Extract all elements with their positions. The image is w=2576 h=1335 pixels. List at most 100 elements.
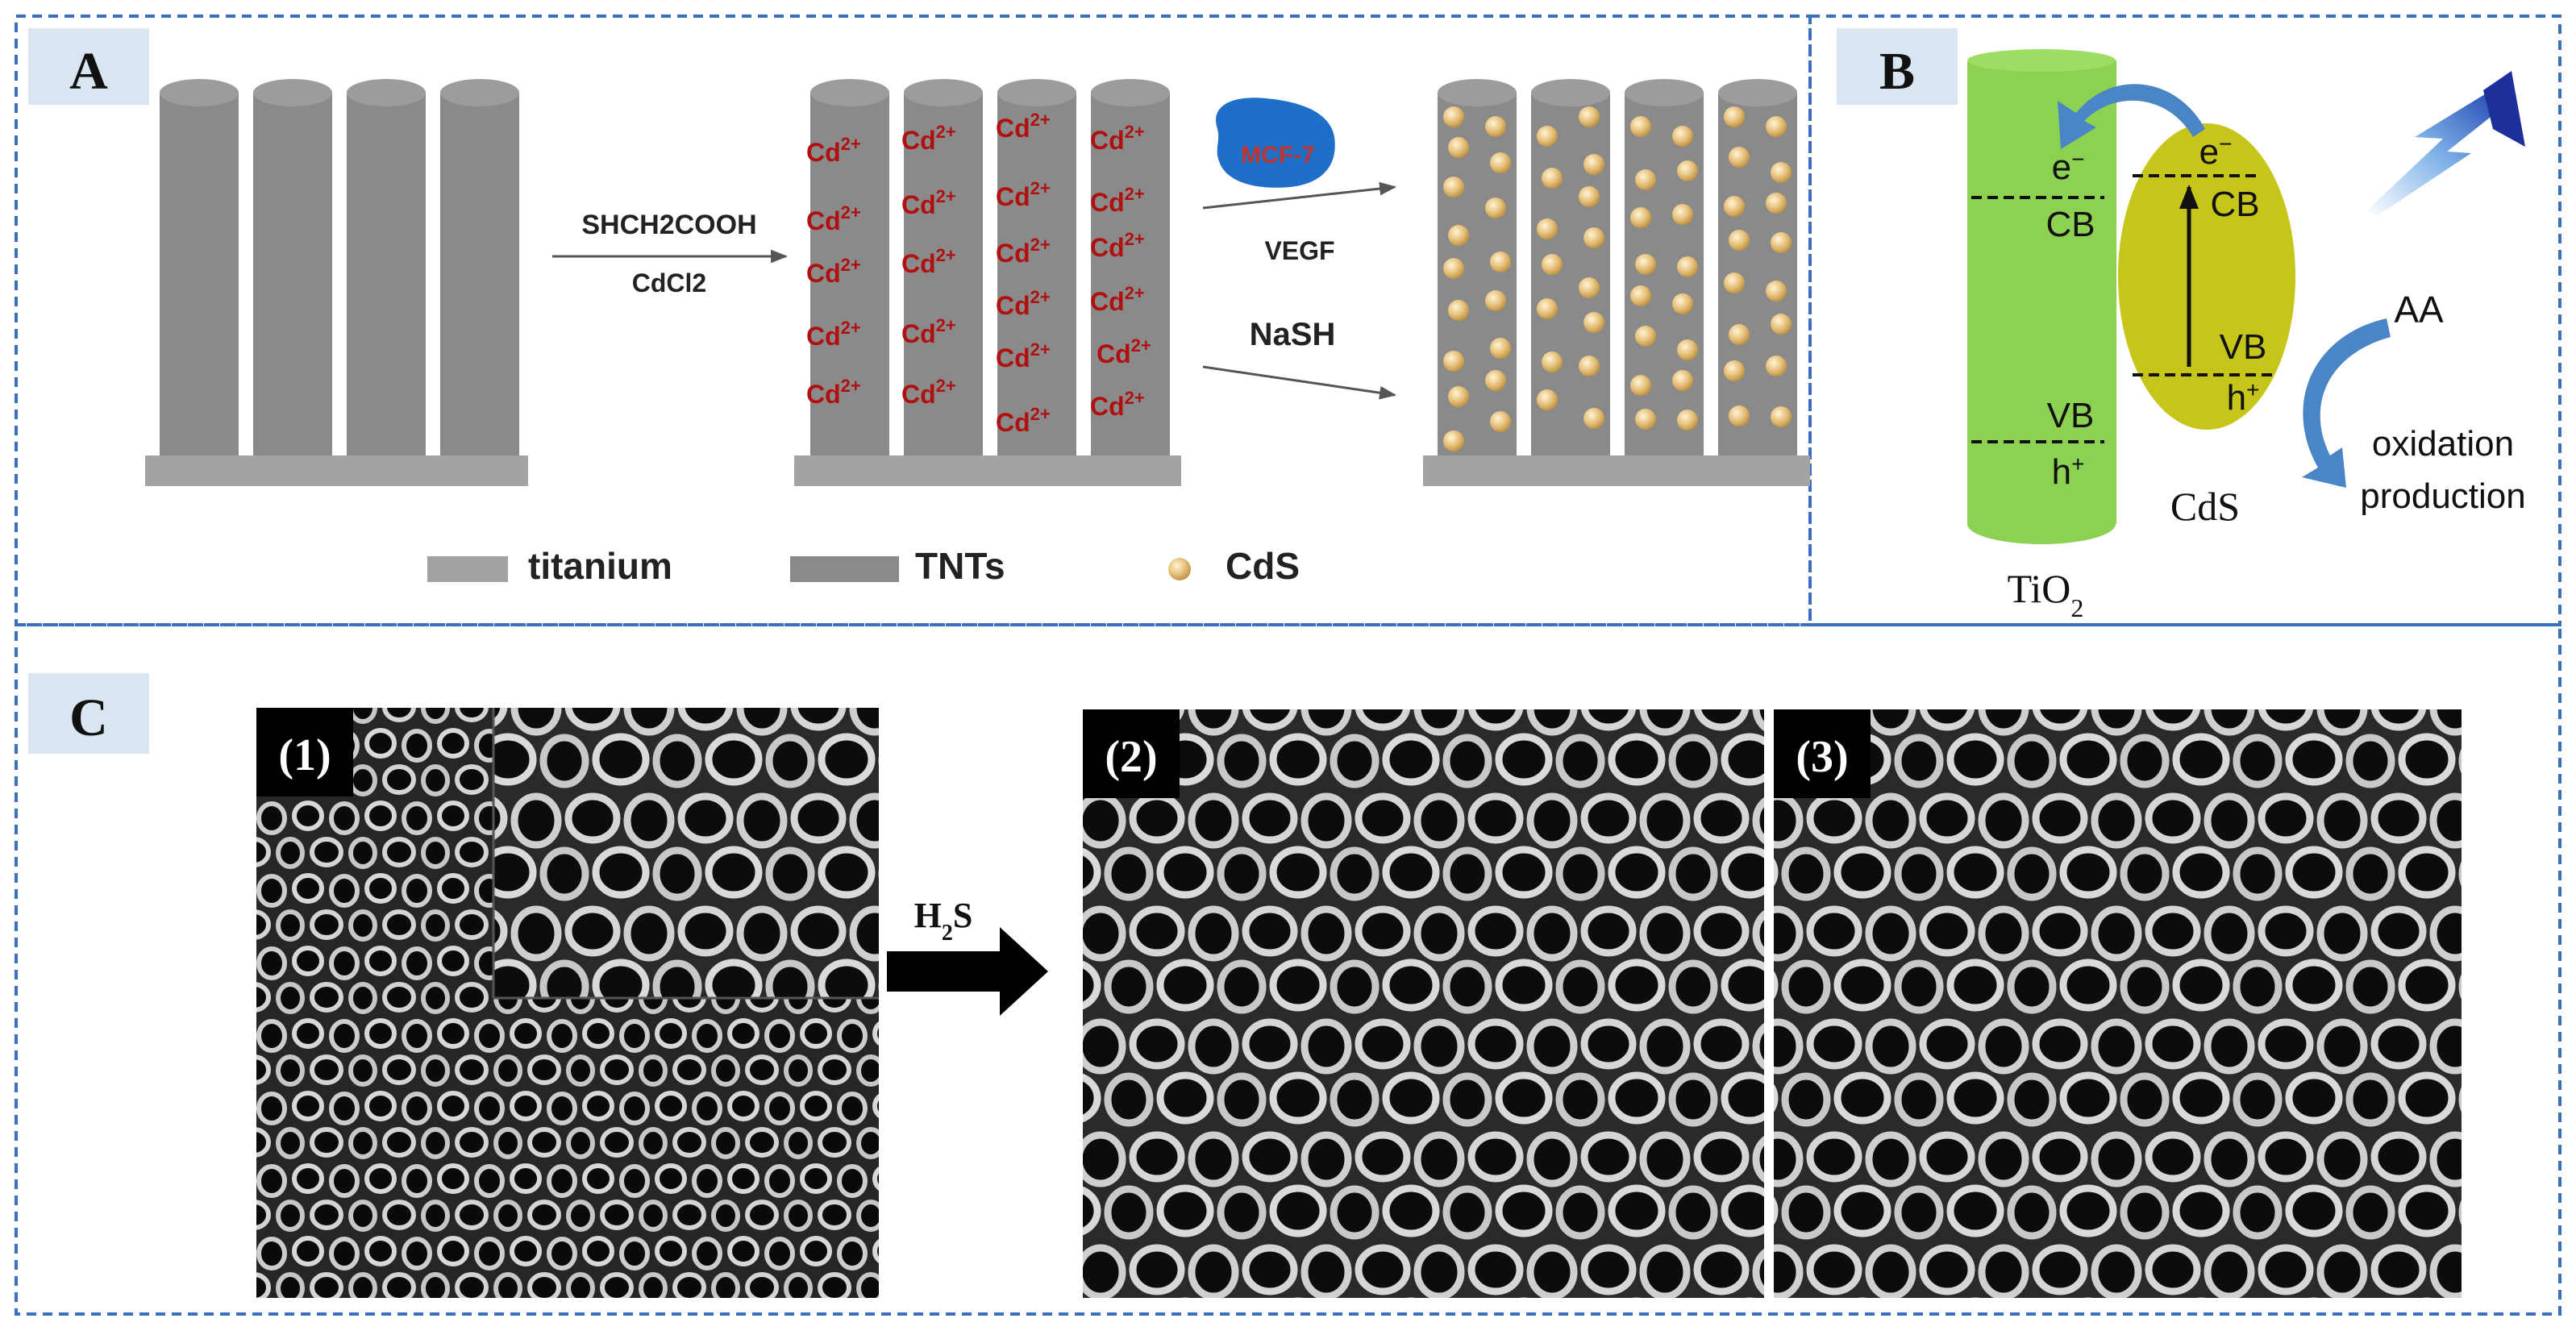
cds-particle <box>1490 338 1511 359</box>
cd-ion-label: Cd2+ <box>1097 335 1151 368</box>
cd-ion-label: Cd2+ <box>806 318 861 351</box>
sem-image-2-label: (2) <box>1105 732 1157 782</box>
oxidation-arrow <box>2302 318 2391 488</box>
cds-particle <box>1766 356 1787 376</box>
tube <box>904 93 983 455</box>
cds-particle <box>1579 106 1600 127</box>
stage1-tubes <box>145 79 528 486</box>
cds-particle <box>1537 218 1558 239</box>
cds-particle <box>1579 186 1600 207</box>
cd-ion-label: Cd2+ <box>1090 388 1145 421</box>
cds-particle <box>1630 375 1651 396</box>
cds-particle <box>1771 162 1792 183</box>
cds-particle <box>1724 272 1745 293</box>
cd-ion-label: Cd2+ <box>1090 283 1145 316</box>
stage2-tubes <box>794 79 1181 486</box>
panel-c-label-bg <box>28 673 149 754</box>
h2s-label: H2S <box>914 896 973 946</box>
cds-particle <box>1542 168 1563 189</box>
panel-c-label: C <box>69 688 108 747</box>
nash-label: NaSH <box>1250 317 1336 352</box>
legend-titanium-symbol <box>427 556 508 582</box>
panel-b-label-bg <box>1837 28 1958 105</box>
legend-tnts-symbol <box>790 556 899 582</box>
tio2-electron: e− <box>2052 147 2085 188</box>
tube-top <box>160 79 239 106</box>
cds-hole: h+ <box>2227 377 2260 418</box>
cds-material-label: CdS <box>2170 484 2240 529</box>
legend-cds-symbol <box>1168 558 1191 580</box>
cds-particle <box>1443 106 1464 127</box>
cd-ion-label: Cd2+ <box>1090 229 1145 262</box>
reagent-shch2cooh: SHCH2COOH <box>581 210 756 240</box>
panel-c-border <box>15 623 2561 1316</box>
cd-ion-label: Cd2+ <box>901 376 956 409</box>
tube-top <box>1718 79 1797 106</box>
tube-top <box>1091 79 1170 106</box>
cds-particle <box>1579 356 1600 376</box>
cds-particle <box>1635 169 1656 190</box>
cds-particle <box>1542 254 1563 275</box>
mcf7-label: MCF-7 <box>1241 142 1315 168</box>
cd-ion-label: Cd2+ <box>1090 122 1145 155</box>
tube <box>1091 93 1170 455</box>
cds-particle <box>1490 411 1511 432</box>
cds-particle <box>1729 230 1750 251</box>
cds-particle <box>1672 370 1693 391</box>
cd-ion-label: Cd2+ <box>806 202 861 235</box>
cds-particle <box>1485 198 1506 218</box>
tube <box>997 93 1076 455</box>
cd-ion-label: Cd2+ <box>996 110 1051 143</box>
cds-particle <box>1448 137 1469 158</box>
cds-particle <box>1448 386 1469 407</box>
panel-b-label: B <box>1879 42 1915 101</box>
cds-particle <box>1443 430 1464 451</box>
sem-image-1-label: (1) <box>278 730 331 780</box>
cds-particle <box>1537 126 1558 147</box>
h2s-arrow <box>887 927 1048 1016</box>
cds-particle <box>1729 405 1750 426</box>
cds-particle <box>1485 370 1506 391</box>
tube <box>810 93 889 455</box>
cd-ion-label: Cd2+ <box>901 186 956 219</box>
cds-particle <box>1771 314 1792 335</box>
tio2-band-top <box>1967 49 2116 72</box>
cds-particle <box>1485 290 1506 311</box>
cd-ion-label: Cd2+ <box>996 178 1051 211</box>
cds-particle <box>1630 285 1651 306</box>
substrate-2 <box>794 455 1181 486</box>
legend-tnts-label: TNTs <box>915 545 1005 587</box>
cds-particle <box>1583 227 1604 248</box>
cd-ion-label: Cd2+ <box>806 255 861 288</box>
cds-particle <box>1448 225 1469 246</box>
sem-image-3 <box>1774 709 2462 1298</box>
cds-particle <box>1542 351 1563 372</box>
cds-particle <box>1677 256 1698 277</box>
cds-particle <box>1771 406 1792 427</box>
cds-particle <box>1630 116 1651 137</box>
cds-particle <box>1766 116 1787 137</box>
tio2-band <box>1967 60 2116 524</box>
cds-particle <box>1724 360 1745 381</box>
cd-ion-labels: Cd2+ Cd2+ Cd2+ Cd2+ Cd2+ Cd2+ Cd2+ Cd2+ Cd2+ Cd2+… <box>806 110 1151 437</box>
tio2-band-bottom <box>1967 504 2116 544</box>
substrate-3 <box>1423 455 1810 486</box>
tube-top <box>904 79 983 106</box>
cds-vb-label: VB <box>2220 327 2267 367</box>
cds-particle <box>1635 254 1656 275</box>
cds-particle <box>1490 252 1511 272</box>
cds-particle <box>1677 160 1698 181</box>
cds-particle <box>1583 154 1604 175</box>
cds-particle <box>1635 409 1656 430</box>
sem-image-2 <box>1083 709 1764 1298</box>
legend-titanium-label: titanium <box>528 545 672 587</box>
cds-particle <box>1672 204 1693 225</box>
cd-ion-label: Cd2+ <box>806 134 861 167</box>
oxidation-label-line2: production <box>2360 476 2525 516</box>
reagent-cdcl2: CdCl2 <box>632 268 706 297</box>
cds-particle <box>1729 147 1750 168</box>
cds-electron: e− <box>2199 131 2233 173</box>
cds-particle <box>1443 351 1464 372</box>
cds-particle <box>1537 298 1558 319</box>
